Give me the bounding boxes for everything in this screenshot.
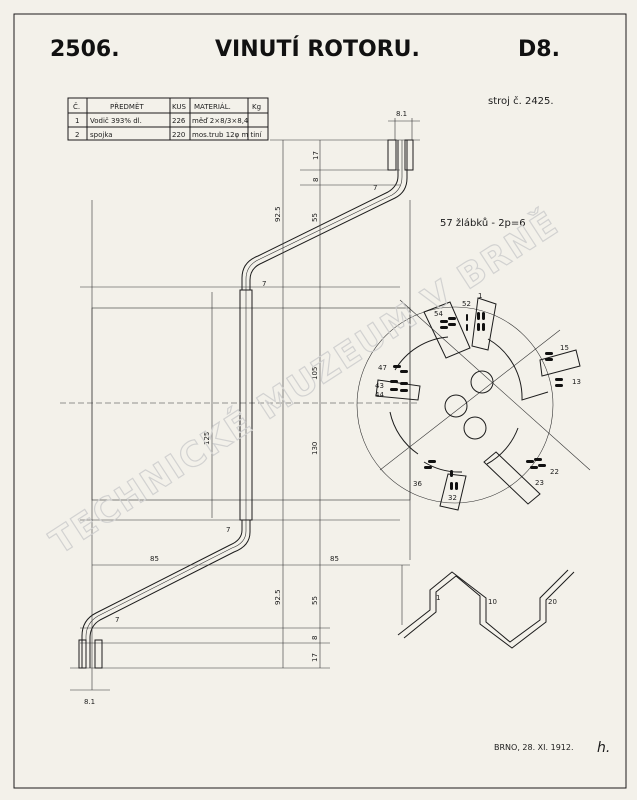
dim-slot-length: 125 — [203, 432, 211, 445]
table-header-item: PŘEDMĚT — [110, 102, 144, 111]
dimension-labels: 8.1 8.1 17 8 92.5 55 105 125 130 85 85 9… — [84, 110, 407, 706]
rotor-conductor — [78, 139, 414, 669]
place-date: BRNO, 28. XI. 1912. — [494, 743, 574, 752]
table-cell: 2 — [75, 131, 79, 139]
slot-number: 13 — [572, 378, 581, 386]
table-header-material: MATERIÁL. — [194, 102, 231, 111]
dim-overhang-bottom-inner: 55 — [311, 596, 319, 605]
signature: h. — [597, 740, 610, 756]
winding-label: 10 — [488, 598, 497, 606]
table-cell: měď 2×8/3×8,4 — [192, 117, 249, 125]
dim-pitch-top: 8.1 — [396, 110, 407, 118]
dim-end-bottom: 17 — [311, 653, 319, 662]
dim-span-right: 85 — [330, 555, 339, 563]
drawing-number: 2506. — [50, 37, 120, 62]
dim-overhang-top: 92.5 — [274, 206, 282, 222]
slot-number: 32 — [448, 494, 457, 502]
table-cell: 226 — [172, 117, 186, 125]
slot-number: 36 — [413, 480, 422, 488]
winding-label: 1 — [436, 594, 440, 602]
dim-pitch-bottom: 8.1 — [84, 698, 95, 706]
dim-radius: 7 — [373, 184, 377, 192]
slot-number: 22 — [550, 468, 559, 476]
table-cell: Vodič 393% dl. — [90, 117, 142, 125]
rotor-core — [60, 139, 420, 690]
rotor-end-view: 54 52 1 47 43 44 15 13 22 23 32 36 — [356, 292, 591, 511]
slot-number: 52 — [462, 300, 471, 308]
dim-end-bottom-short: 8 — [311, 636, 319, 640]
dim-radius: 7 — [115, 616, 119, 624]
dim-total-length: 130 — [311, 442, 319, 455]
dim-radius: 7 — [226, 526, 230, 534]
table-header-qty: KUS — [172, 103, 187, 111]
watermark: TECHNICKÉ MUZEUM V BRNĚ — [43, 203, 567, 563]
table-header-no: Č. — [73, 102, 80, 111]
dim-core-length: 105 — [311, 367, 319, 380]
dimension-lines — [70, 118, 420, 691]
table-cell: mos.trub 12φ m tiní — [192, 131, 263, 139]
slot-number: 54 — [434, 310, 443, 318]
drawing-title: VINUTÍ ROTORU. — [215, 36, 420, 62]
dim-span-left: 85 — [150, 555, 159, 563]
slot-number: 44 — [375, 391, 384, 399]
winding-development: 1 10 20 — [397, 565, 575, 649]
parts-table: Č. PŘEDMĚT KUS MATERIÁL. Kg 1 Vodič 393%… — [67, 97, 269, 141]
table-cell: spojka — [90, 131, 113, 139]
slot-number: 47 — [378, 364, 387, 372]
table-header-kg: Kg — [252, 103, 261, 111]
slots-note: 57 žlábků - 2p=6 — [440, 217, 526, 229]
dim-overhang-bottom: 92.5 — [274, 589, 282, 605]
dim-end-top: 17 — [312, 151, 320, 160]
sheet-border — [13, 13, 627, 789]
slot-number: 23 — [535, 479, 544, 487]
slot-number: 15 — [560, 344, 569, 352]
slot-number: 43 — [375, 382, 384, 390]
sheet-number: D8. — [518, 37, 560, 62]
table-cell: 220 — [172, 131, 185, 139]
dim-overhang-top-inner: 55 — [311, 213, 319, 222]
winding-label: 20 — [548, 598, 557, 606]
dim-radius: 7 — [262, 280, 266, 288]
slot-number: 1 — [478, 292, 482, 300]
dim-end-top-short: 8 — [312, 178, 320, 182]
table-cell: 1 — [75, 117, 79, 125]
machine-number: stroj č. 2425. — [488, 95, 554, 107]
